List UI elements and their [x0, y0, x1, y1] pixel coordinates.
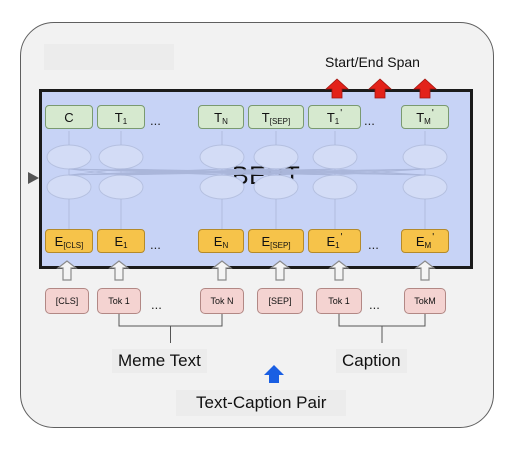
hidden-node: [46, 174, 92, 200]
output-token-subscript: M: [424, 116, 431, 126]
hidden-node: [199, 174, 245, 200]
hidden-node: [312, 144, 358, 170]
input-token-1: [CLS]: [45, 288, 89, 314]
hidden-node: [98, 174, 144, 200]
output-token-1: C: [45, 105, 93, 129]
input-ellipsis-2: ...: [369, 297, 380, 312]
embedding-token-prime: ': [340, 231, 343, 243]
input-token-2: Tok 1: [97, 288, 141, 314]
embedding-token-subscript: [SEP]: [270, 240, 291, 250]
embedding-token-main: E: [261, 233, 271, 249]
caption-bracket: [338, 314, 426, 327]
input-arrow-4: [269, 260, 291, 281]
embedding-token-4: E[SEP]: [248, 229, 304, 253]
input-token-6: TokM: [404, 288, 446, 314]
input-token-5: Tok 1: [316, 288, 362, 314]
embedding-token-main: E: [326, 233, 336, 249]
input-arrow-2: [108, 260, 130, 281]
output-token-main: T: [214, 109, 223, 125]
attention-edge: [275, 168, 336, 176]
side-arrow: [28, 172, 39, 184]
span-arrow-1: [324, 78, 350, 99]
output-token-subscript: N: [222, 116, 228, 126]
output-token-subscript: 1: [334, 116, 340, 126]
embedding-ellipsis-1: ...: [150, 237, 161, 252]
attention-edge: [334, 168, 426, 176]
input-ellipsis-1: ...: [151, 297, 162, 312]
hidden-node: [253, 144, 299, 170]
embedding-token-subscript: N: [222, 240, 229, 250]
embedding-token-main: E: [415, 233, 425, 249]
embedding-token-subscript: 1: [335, 240, 340, 250]
pair-label: Text-Caption Pair: [176, 390, 347, 416]
output-ellipsis-2: ...: [364, 113, 375, 128]
input-arrow-3: [211, 260, 233, 281]
hidden-node: [253, 174, 299, 200]
meme-text-label: Meme Text: [112, 349, 207, 373]
output-token-subscript: [SEP]: [269, 116, 291, 126]
embedding-token-prime: ': [432, 231, 435, 243]
output-token-prime: ': [340, 107, 343, 119]
embedding-token-subscript: [CLS]: [63, 240, 84, 250]
embedding-token-main: E: [54, 233, 64, 249]
attention-edge: [275, 168, 426, 176]
embedding-token-main: E: [213, 233, 223, 249]
attention-edge: [120, 168, 426, 176]
attention-edge: [68, 168, 122, 176]
pair-arrow: [264, 365, 284, 383]
input-arrow-6: [414, 260, 436, 281]
embedding-token-subscript: 1: [123, 240, 128, 250]
hidden-node: [312, 174, 358, 200]
output-token-subscript: 1: [122, 116, 128, 126]
embedding-token-subscript: M: [424, 240, 432, 250]
span-arrow-2: [367, 78, 393, 99]
span-arrow-3: [412, 78, 438, 99]
embedding-token-main: E: [114, 233, 124, 249]
output-token-prime: ': [431, 107, 434, 119]
input-arrow-1: [56, 260, 78, 281]
hidden-node: [46, 144, 92, 170]
output-token-main: C: [64, 109, 74, 125]
hidden-node: [402, 174, 448, 200]
output-token-4: T[SEP]: [248, 105, 304, 129]
output-token-main: T: [261, 109, 270, 125]
input-token-3: Tok N: [200, 288, 244, 314]
hidden-node: [402, 144, 448, 170]
faint-header-bar: [44, 44, 174, 70]
embedding-token-1: E[CLS]: [45, 229, 93, 253]
input-arrow-5: [328, 260, 350, 281]
output-token-main: T: [114, 109, 123, 125]
output-token-main: T: [416, 109, 425, 125]
span-label: Start/End Span: [325, 54, 420, 70]
hidden-node: [199, 144, 245, 170]
hidden-node: [98, 144, 144, 170]
input-token-4: [SEP]: [257, 288, 303, 314]
caption-label: Caption: [336, 349, 407, 373]
output-token-main: T: [326, 109, 335, 125]
embedding-ellipsis-2: ...: [368, 237, 379, 252]
output-ellipsis-1: ...: [150, 113, 161, 128]
meme-text-bracket: [118, 314, 223, 327]
